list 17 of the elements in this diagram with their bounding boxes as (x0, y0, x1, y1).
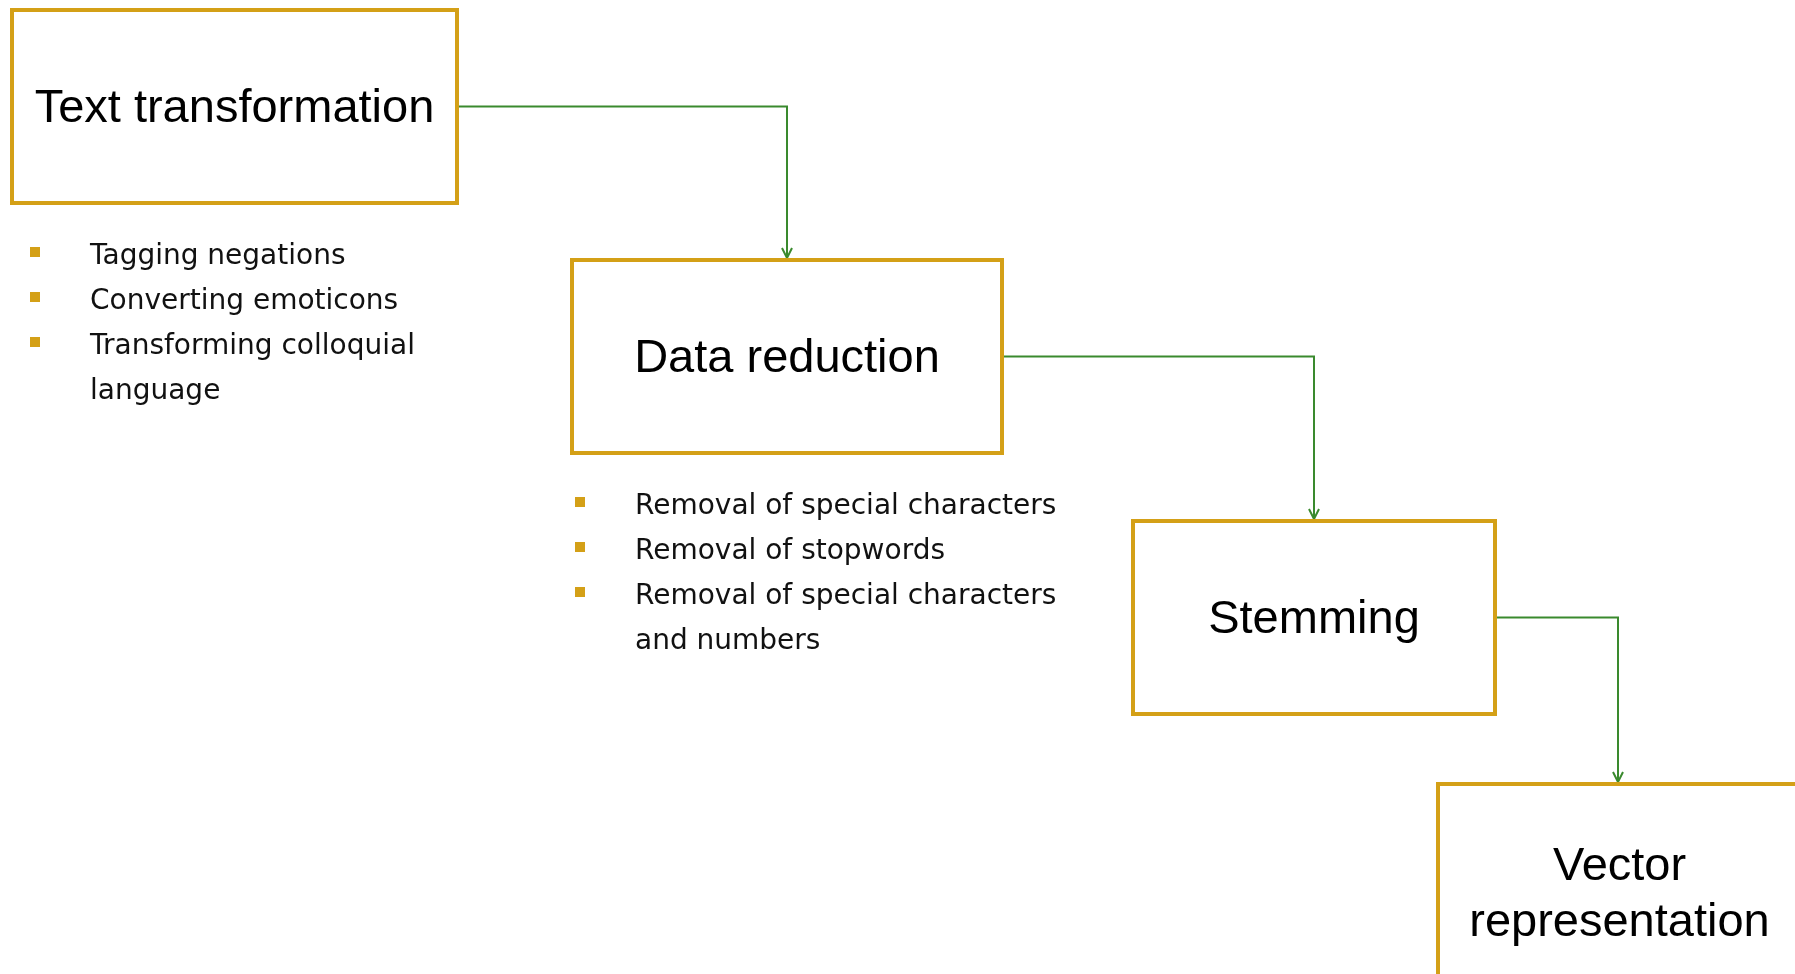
box-label: Data reduction (634, 328, 940, 385)
bullet-text: Tagging negations (90, 238, 346, 271)
process-box (10, 8, 459, 205)
box-label: Vector representation (1468, 835, 1771, 948)
bullet-text: Converting emoticons (90, 283, 399, 316)
bullet-text: Removal of special characters and numbers (635, 578, 1057, 656)
process-box (1131, 519, 1497, 716)
arrow (458, 105, 793, 259)
arrow (1003, 355, 1320, 520)
bullet-text: Removal of stopwords (635, 533, 945, 566)
process-box (1436, 782, 1795, 974)
bullet-text: Removal of special characters (635, 488, 1057, 521)
box-label: Text transformation (34, 78, 435, 135)
bullet-text: Transforming colloquial language (90, 328, 415, 406)
box-label: Stemming (1208, 589, 1420, 646)
process-box (570, 258, 1004, 455)
arrow (1496, 616, 1624, 783)
